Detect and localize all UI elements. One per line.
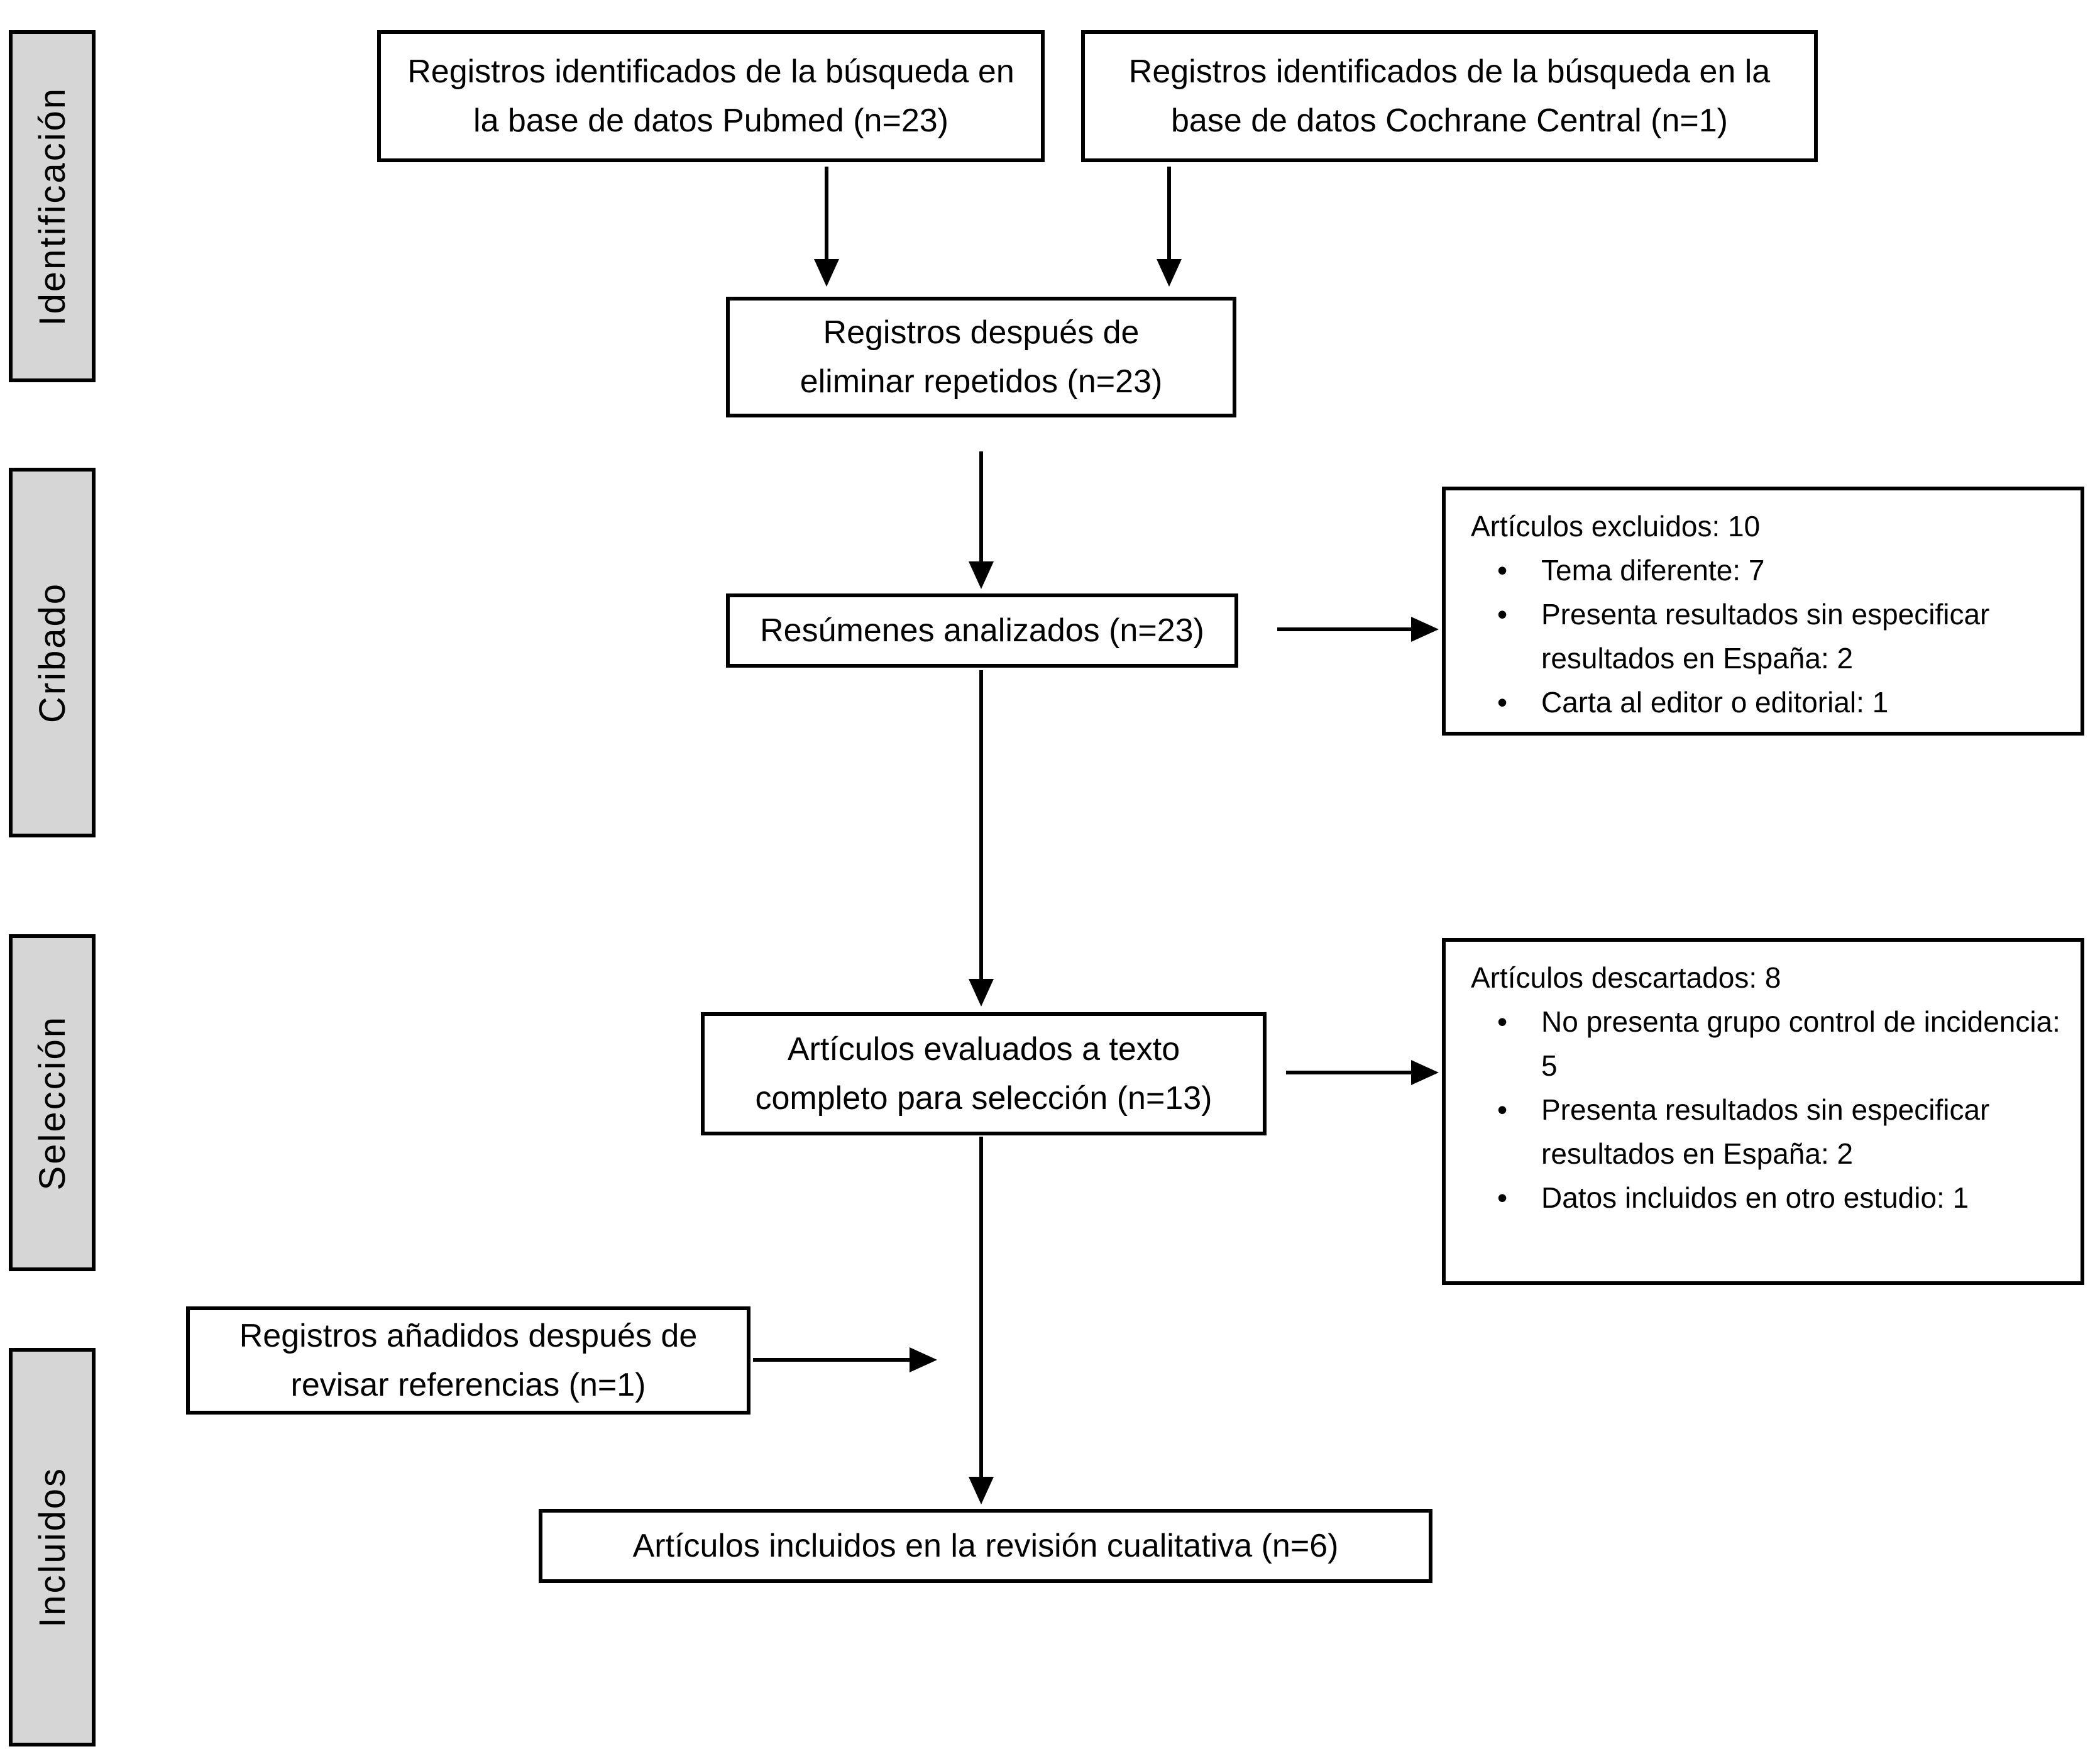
stage-box-cribado: Cribado [9, 468, 96, 837]
arrow-dedup-to-abstracts-line [979, 451, 983, 563]
node-pubmed-records: Registros identificados de la búsqueda e… [377, 30, 1045, 162]
stage-label-cribado: Cribado [31, 582, 73, 724]
excluded-item: Presenta resultados sin especificar resu… [1471, 592, 2062, 680]
arrow-cochrane-to-dedup-line [1167, 167, 1171, 261]
arrow-dedup-to-abstracts-head [969, 561, 994, 589]
node-fulltext-assessed-text: Artículos evaluados a texto completo par… [755, 1031, 1212, 1117]
excluded-title: Artículos excluidos: 10 [1471, 510, 1761, 543]
arrow-fulltext-to-included-head [969, 1477, 994, 1504]
node-after-dedup: Registros después de eliminar repetidos … [726, 297, 1236, 417]
stage-label-seleccion: Selección [31, 1015, 73, 1191]
node-included-qualitative: Artículos incluidos en la revisión cuali… [539, 1509, 1432, 1583]
arrow-fulltext-to-discarded-line [1286, 1071, 1413, 1074]
stage-label-identificacion: Identificación [31, 86, 73, 326]
discarded-title: Artículos descartados: 8 [1471, 961, 1781, 994]
stage-label-incluidos: Incluidos [31, 1467, 73, 1628]
node-pubmed-records-text: Registros identificados de la búsqueda e… [407, 53, 1014, 139]
arrow-added-to-flow-line [753, 1358, 911, 1362]
discarded-list: No presenta grupo control de incidencia:… [1471, 1000, 2062, 1220]
node-abstracts-screened-text: Resúmenes analizados (n=23) [760, 612, 1204, 649]
node-fulltext-assessed: Artículos evaluados a texto completo par… [701, 1012, 1267, 1135]
node-cochrane-records: Registros identificados de la búsqueda e… [1081, 30, 1818, 162]
arrow-abstracts-to-excluded-head [1411, 617, 1439, 642]
node-abstracts-screened: Resúmenes analizados (n=23) [726, 593, 1238, 668]
excluded-item: Tema diferente: 7 [1471, 548, 2062, 592]
node-added-references: Registros añadidos después de revisar re… [186, 1306, 750, 1415]
discarded-item: Datos incluidos en otro estudio: 1 [1471, 1176, 2062, 1220]
arrow-added-to-flow-head [910, 1347, 937, 1372]
excluded-list: Tema diferente: 7 Presenta resultados si… [1471, 548, 2062, 724]
arrow-pubmed-to-dedup-line [825, 167, 828, 261]
arrow-abstracts-to-excluded-line [1277, 627, 1413, 631]
arrow-pubmed-to-dedup-head [814, 259, 839, 287]
arrow-cochrane-to-dedup-head [1157, 259, 1182, 287]
discarded-item: Presenta resultados sin especificar resu… [1471, 1088, 2062, 1176]
stage-box-identificacion: Identificación [9, 30, 96, 382]
node-added-references-text: Registros añadidos después de revisar re… [239, 1318, 698, 1403]
arrow-abstracts-to-fulltext-head [969, 979, 994, 1007]
node-included-qualitative-text: Artículos incluidos en la revisión cuali… [632, 1528, 1339, 1564]
stage-box-incluidos: Incluidos [9, 1348, 96, 1746]
arrow-fulltext-to-discarded-head [1411, 1060, 1439, 1085]
node-articles-discarded: Artículos descartados: 8 No presenta gru… [1442, 938, 2084, 1285]
stage-box-seleccion: Selección [9, 934, 96, 1271]
node-cochrane-records-text: Registros identificados de la búsqueda e… [1128, 53, 1771, 139]
arrow-abstracts-to-fulltext-line [979, 670, 983, 981]
excluded-item: Carta al editor o editorial: 1 [1471, 680, 2062, 724]
node-after-dedup-text: Registros después de eliminar repetidos … [800, 314, 1163, 400]
discarded-item: No presenta grupo control de incidencia:… [1471, 1000, 2062, 1088]
node-articles-excluded: Artículos excluidos: 10 Tema diferente: … [1442, 487, 2084, 736]
arrow-fulltext-to-included-line [979, 1137, 983, 1479]
